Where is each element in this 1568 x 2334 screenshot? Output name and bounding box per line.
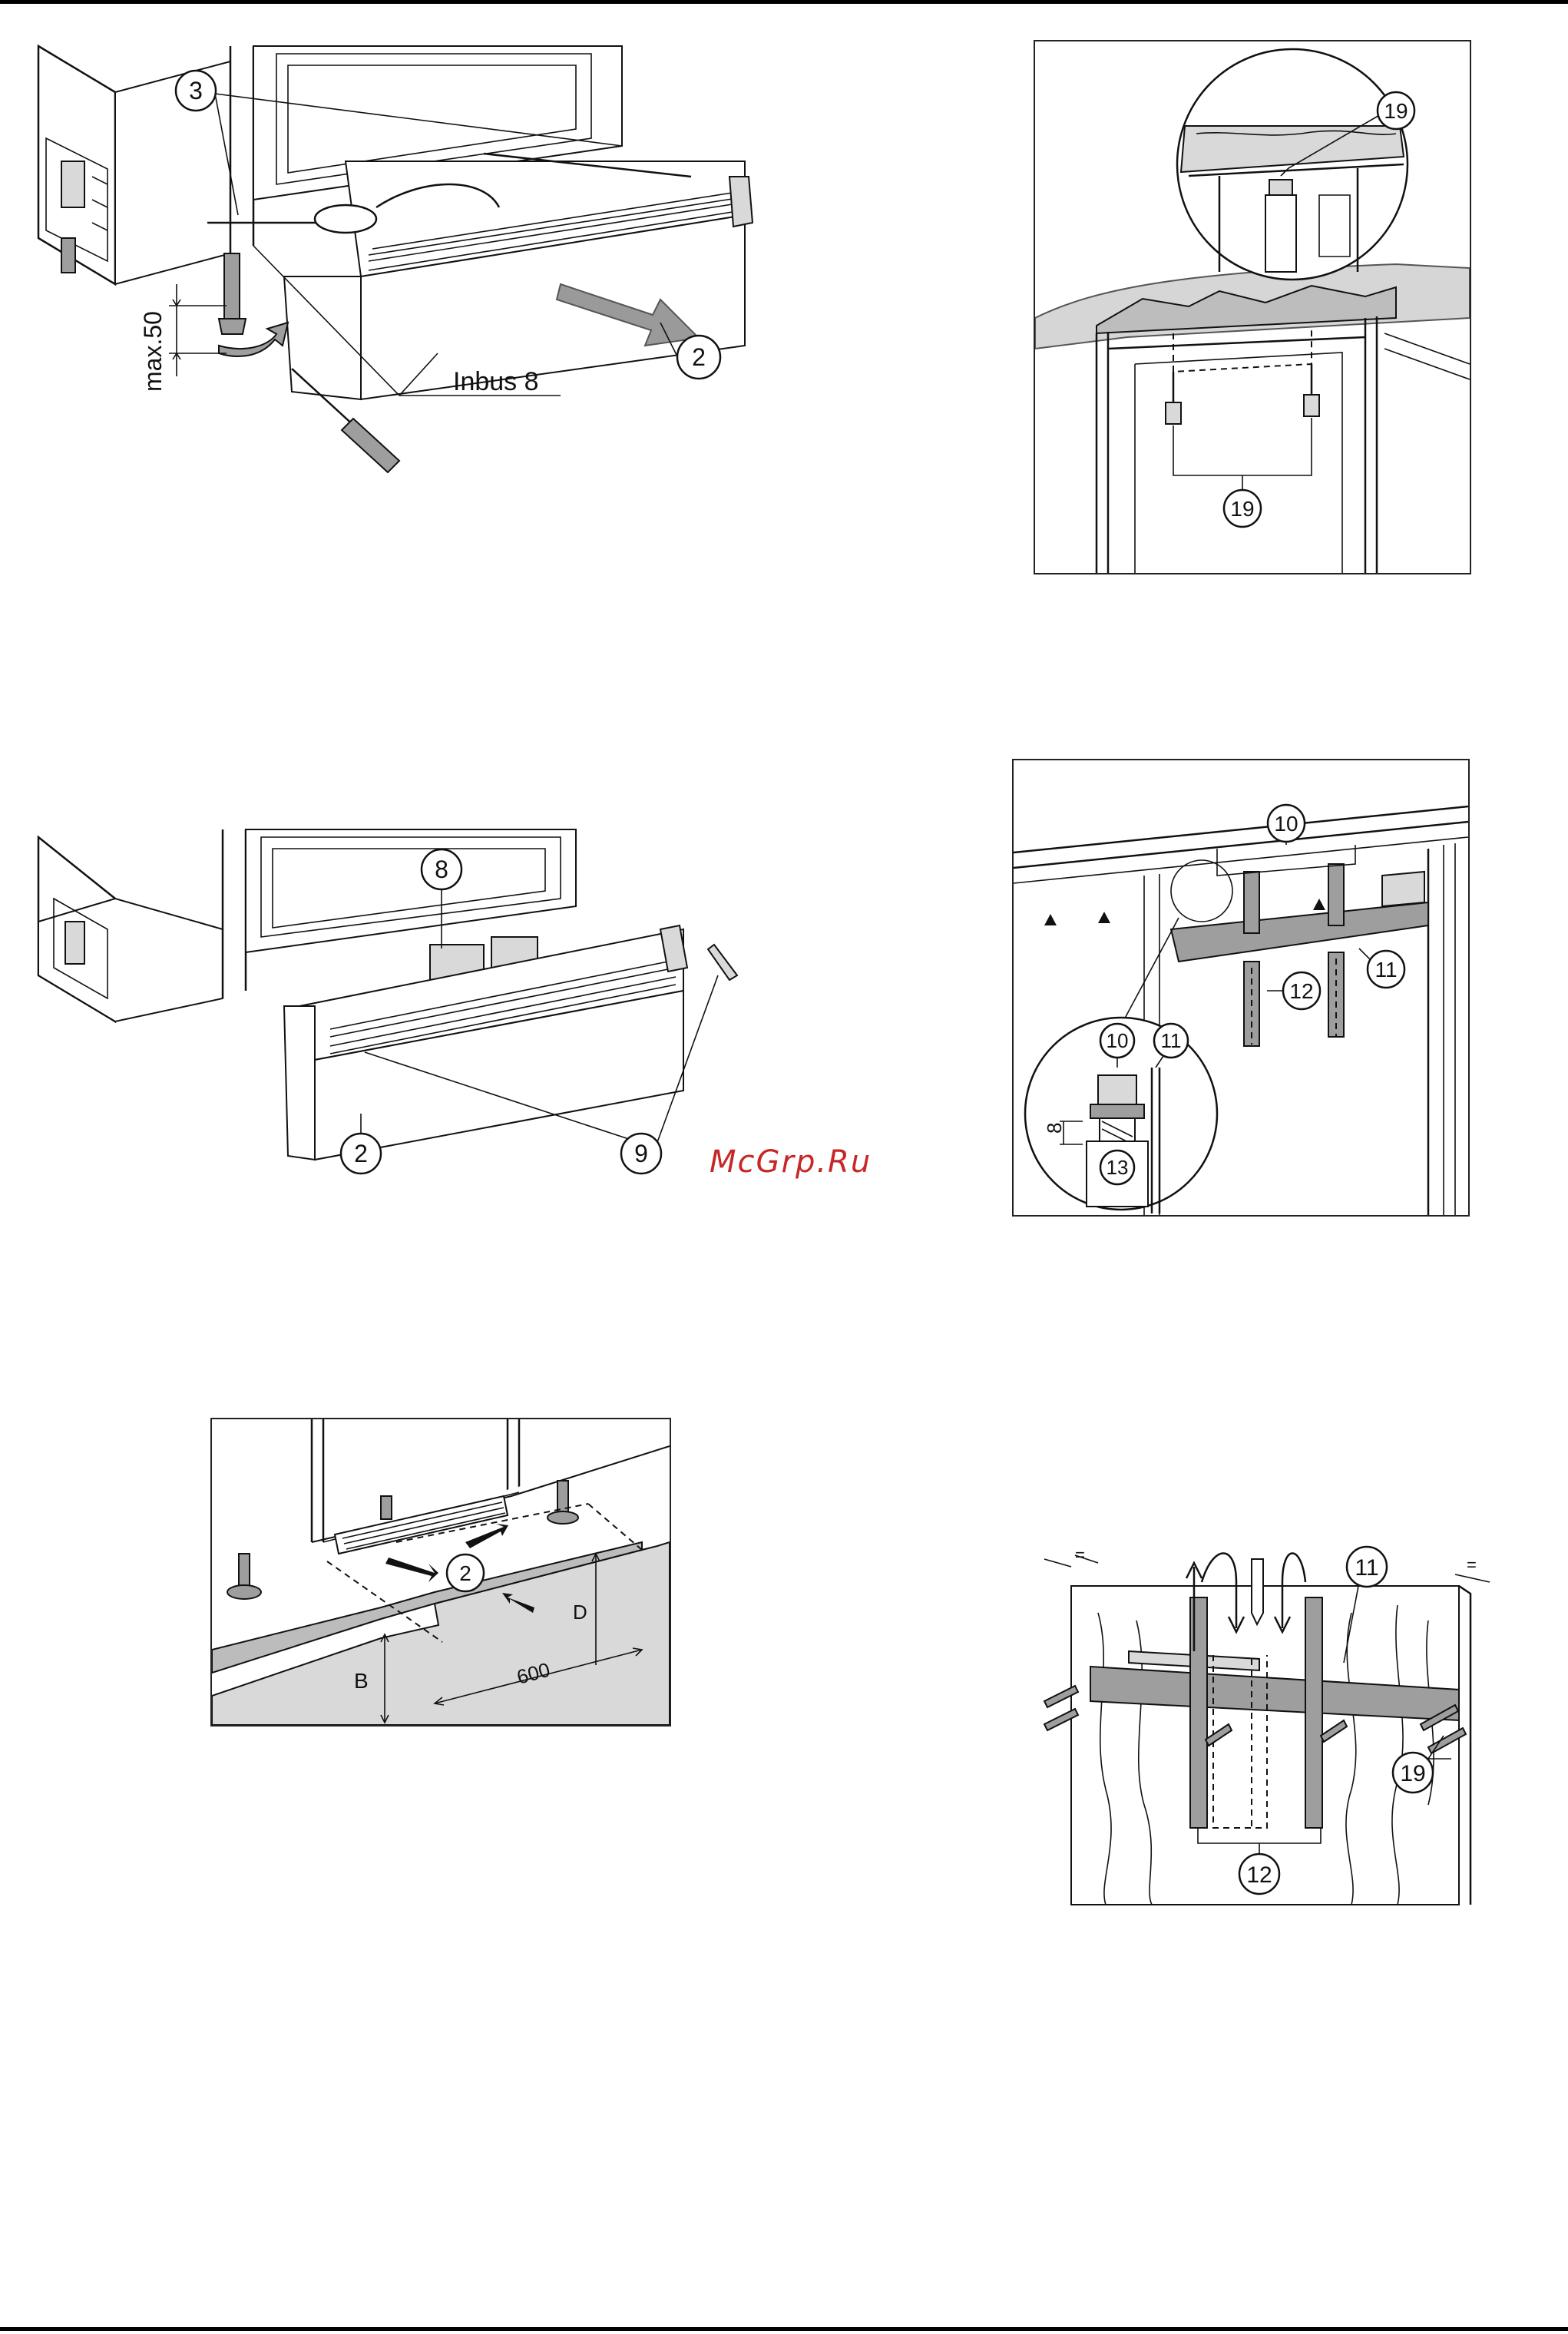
callout-9: 9 <box>634 1140 648 1167</box>
callout-2: 2 <box>459 1561 471 1585</box>
figure-top-screws: 19 19 <box>1034 40 1471 574</box>
callout-3: 3 <box>189 77 203 104</box>
top-rule <box>0 0 1568 4</box>
figure-door-bracket: = = 11 12 19 <box>1029 1528 1505 1928</box>
callout-2: 2 <box>692 343 706 371</box>
figure-plinth-clips: 8 9 2 <box>23 822 760 1183</box>
callout-12: 12 <box>1246 1862 1272 1888</box>
callout-8: 8 <box>435 856 448 883</box>
callout-11-top: 11 <box>1374 958 1397 982</box>
callout-10-top: 10 <box>1274 812 1298 836</box>
svg-text:=: = <box>1467 1555 1477 1574</box>
figure-countertop-plinth: B D 600 2 <box>210 1418 671 1726</box>
callout-10-inset: 10 <box>1107 1029 1129 1052</box>
dimension-d-label: D <box>573 1601 587 1624</box>
callout-13-inset: 13 <box>1107 1156 1129 1179</box>
figure-hinge-bracket: 10 11 12 8 10 11 13 <box>1012 759 1470 1217</box>
watermark: McGrp.Ru <box>710 1144 872 1180</box>
dimension-b-label: B <box>354 1669 369 1693</box>
bottom-rule <box>0 2327 1568 2331</box>
inbus-tool-label: Inbus 8 <box>453 367 539 396</box>
callout-12: 12 <box>1289 979 1313 1003</box>
callout-11: 11 <box>1355 1555 1378 1581</box>
svg-text:=: = <box>1075 1545 1085 1564</box>
callout-2: 2 <box>354 1140 368 1167</box>
figure-plinth-removal: max.50 Inbus 8 3 2 <box>23 31 768 476</box>
callout-19-top: 19 <box>1384 99 1408 123</box>
callout-19-bottom: 19 <box>1230 497 1254 521</box>
dimension-max-label: max.50 <box>139 311 167 392</box>
callout-11-inset: 11 <box>1161 1029 1182 1052</box>
inset-dimension-label: 8 <box>1043 1123 1066 1134</box>
callout-19: 19 <box>1400 1761 1425 1786</box>
